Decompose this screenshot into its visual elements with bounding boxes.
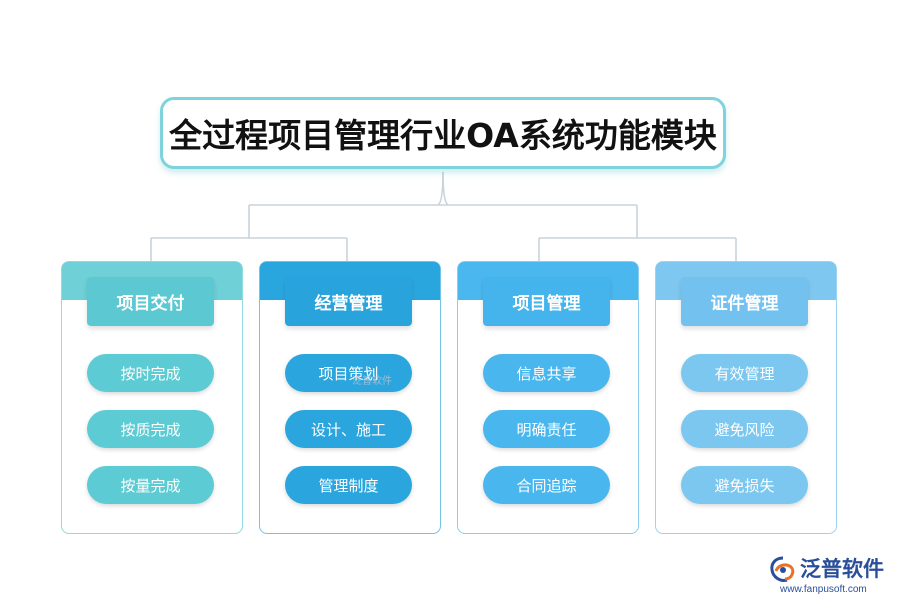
module-item: 避免风险 (681, 410, 808, 448)
module-heading: 项目交付 (87, 277, 214, 326)
brand-logo: 泛普软件 www.fanpusoft.com (768, 553, 892, 598)
logo-swirl-icon (770, 556, 795, 582)
module-item: 管理制度 (285, 466, 412, 504)
module-heading: 经营管理 (285, 277, 412, 326)
diagram-title-box: 全过程项目管理行业OA系统功能模块 (160, 97, 726, 169)
module-column-project-delivery: 项目交付 按时完成 按质完成 按量完成 (61, 261, 243, 534)
module-column-business-management: 经营管理 项目策划 设计、施工 管理制度 (259, 261, 441, 534)
module-column-project-management: 项目管理 信息共享 明确责任 合同追踪 (457, 261, 639, 534)
module-item: 合同追踪 (483, 466, 610, 504)
module-item: 明确责任 (483, 410, 610, 448)
diagram-title: 全过程项目管理行业OA系统功能模块 (169, 116, 717, 155)
module-item: 设计、施工 (285, 410, 412, 448)
module-item: 项目策划 (285, 354, 412, 392)
module-item: 避免损失 (681, 466, 808, 504)
module-heading: 证件管理 (681, 277, 808, 326)
module-item: 信息共享 (483, 354, 610, 392)
module-item: 按质完成 (87, 410, 214, 448)
logo-url: www.fanpusoft.com (780, 584, 867, 595)
watermark-text: 泛普软件 (352, 376, 392, 387)
module-item: 按时完成 (87, 354, 214, 392)
module-heading: 项目管理 (483, 277, 610, 326)
module-item: 按量完成 (87, 466, 214, 504)
logo-name: 泛普软件 (800, 557, 884, 581)
module-column-certificate-management: 证件管理 有效管理 避免风险 避免损失 (655, 261, 837, 534)
module-item: 有效管理 (681, 354, 808, 392)
